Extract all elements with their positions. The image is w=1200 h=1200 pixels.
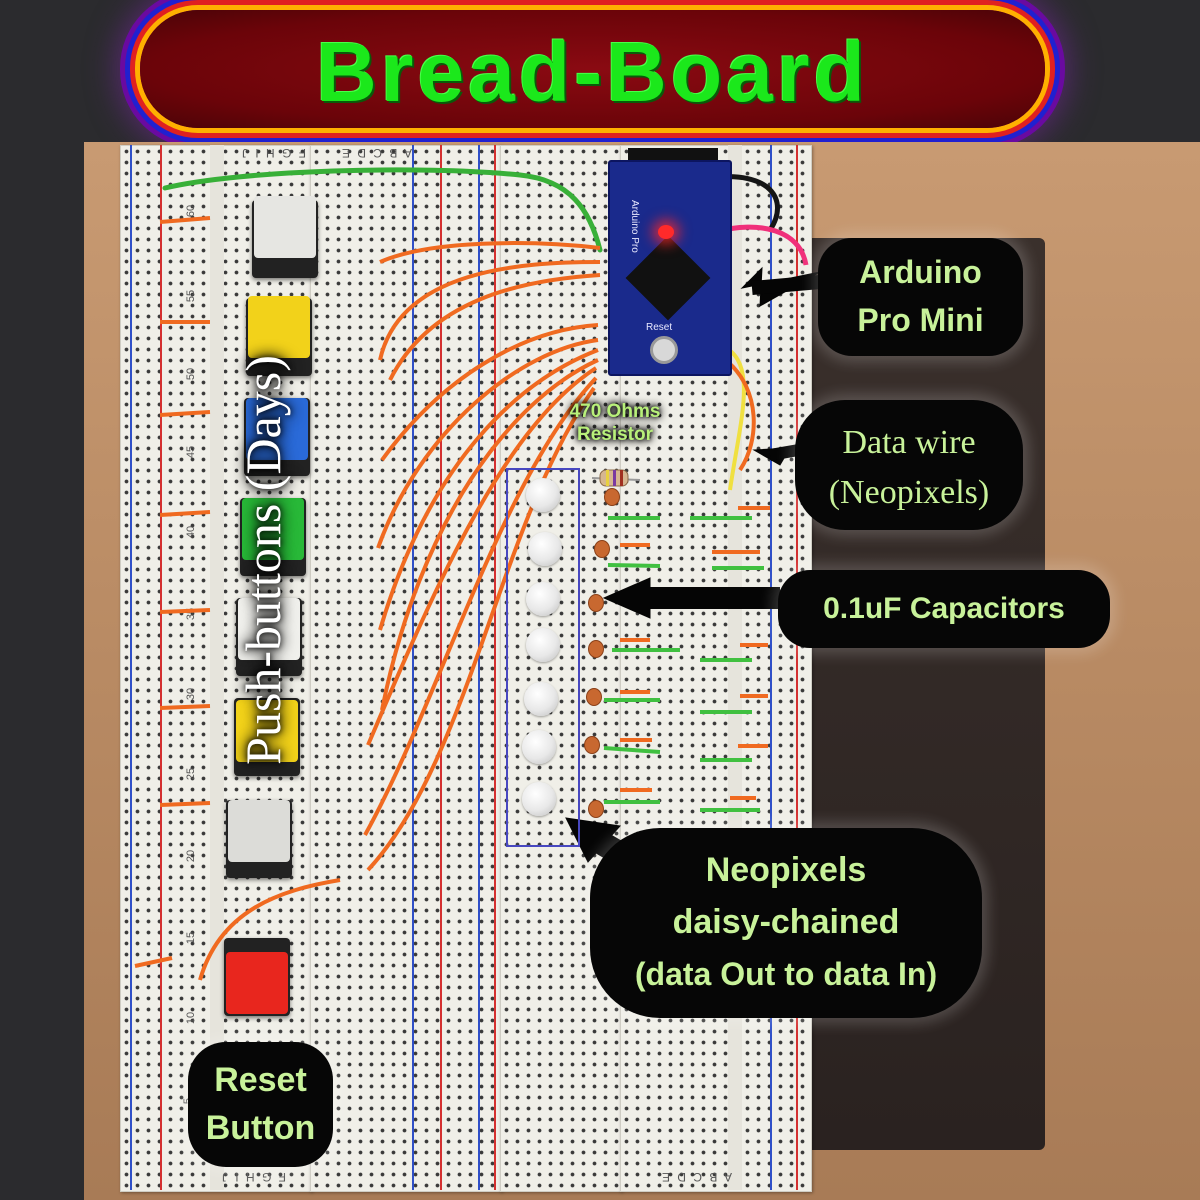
arduino-reset-button[interactable]: [650, 336, 678, 364]
neopixel: [522, 782, 556, 816]
resistor-label: 470 Ohms Resistor: [540, 400, 690, 446]
data-wire-callout-line2: (Neopixels): [828, 474, 990, 511]
resistor-label-line2: Resistor: [576, 424, 654, 445]
neopixel: [524, 682, 558, 716]
push-button-1[interactable]: [254, 196, 316, 258]
reset-callout-line2: Button: [205, 1109, 316, 1147]
neopixel: [522, 730, 556, 764]
reset-button-callout: Reset Button: [188, 1042, 333, 1167]
rail-positive: [160, 145, 162, 1190]
arduino-board-text: Arduino Pro: [629, 200, 640, 253]
power-led: [658, 225, 674, 239]
push-buttons-label: Push-buttons (Days): [235, 355, 291, 765]
rail-jumpers: [134, 216, 211, 968]
green-wire: [162, 167, 603, 253]
rail-negative: [770, 145, 772, 1190]
neopixels-callout: Neopixels daisy-chained (data Out to dat…: [590, 828, 982, 1018]
orange-wire: [366, 386, 596, 872]
orange-wire: [380, 358, 599, 711]
neopixel: [526, 628, 560, 662]
push-button-6[interactable]: [236, 700, 298, 762]
capacitor: [594, 540, 610, 558]
orange-wire: [388, 273, 601, 381]
capacitors-callout-text: 0.1uF Capacitors: [823, 592, 1065, 625]
neopixel: [526, 478, 560, 512]
orange-wire: [376, 338, 599, 549]
arduino-reset-text: Reset: [646, 322, 673, 333]
reset-push-button[interactable]: [226, 952, 288, 1014]
arduino-callout-line2: Pro Mini: [857, 302, 984, 338]
rail-negative: [412, 145, 414, 1190]
capacitor: [604, 488, 620, 506]
arduino-callout: Arduino Pro Mini: [818, 238, 1023, 356]
breadboard-right-half-1: [500, 145, 622, 1192]
resistor: [591, 469, 641, 487]
orange-wire: [198, 878, 341, 981]
push-button-3[interactable]: [246, 398, 308, 460]
arduino-header-pins: [628, 148, 718, 162]
neopixels-callout-line3: (data Out to data In): [634, 956, 938, 992]
breadboard-left-half-2: [310, 145, 502, 1192]
neopixel-highlight-frame: [506, 468, 580, 847]
data-wire-callout: Data wire (Neopixels): [795, 400, 1023, 530]
capacitor: [586, 688, 602, 706]
orange-wire: [363, 376, 598, 836]
board-channel: [210, 145, 224, 1190]
orange-wire: [366, 366, 598, 746]
capacitor: [584, 736, 600, 754]
page-title: Bread-Board: [316, 25, 869, 119]
push-button-2[interactable]: [248, 296, 310, 358]
orange-wire: [726, 360, 756, 472]
rail-positive: [494, 145, 496, 1190]
rail-negative: [478, 145, 480, 1190]
neopixel: [528, 532, 562, 566]
orange-jumpers: [620, 506, 770, 800]
orange-wire: [380, 323, 599, 462]
capacitors-callout: 0.1uF Capacitors: [778, 570, 1110, 648]
orange-wire: [379, 241, 601, 264]
capacitor: [588, 640, 604, 658]
orange-wire: [378, 260, 601, 361]
capacitor: [588, 800, 604, 818]
arduino-callout-line1: Arduino: [859, 254, 982, 290]
green-jumpers: [603, 516, 764, 812]
rail-positive: [796, 145, 798, 1190]
data-wire-callout-line1: Data wire: [842, 424, 976, 461]
neopixels-callout-line1: Neopixels: [705, 851, 867, 889]
title-banner: [140, 10, 1045, 128]
orange-wire: [378, 348, 599, 631]
neopixel: [526, 582, 560, 616]
reset-callout-line1: Reset: [214, 1061, 307, 1099]
resistor-label-line1: 470 Ohms: [569, 401, 661, 422]
capacitor: [588, 594, 604, 612]
push-button-5[interactable]: [238, 598, 300, 660]
rail-negative: [130, 145, 132, 1190]
push-button-4[interactable]: [242, 498, 304, 560]
push-button-7[interactable]: [228, 800, 290, 862]
neopixels-callout-line2: daisy-chained: [672, 903, 900, 941]
